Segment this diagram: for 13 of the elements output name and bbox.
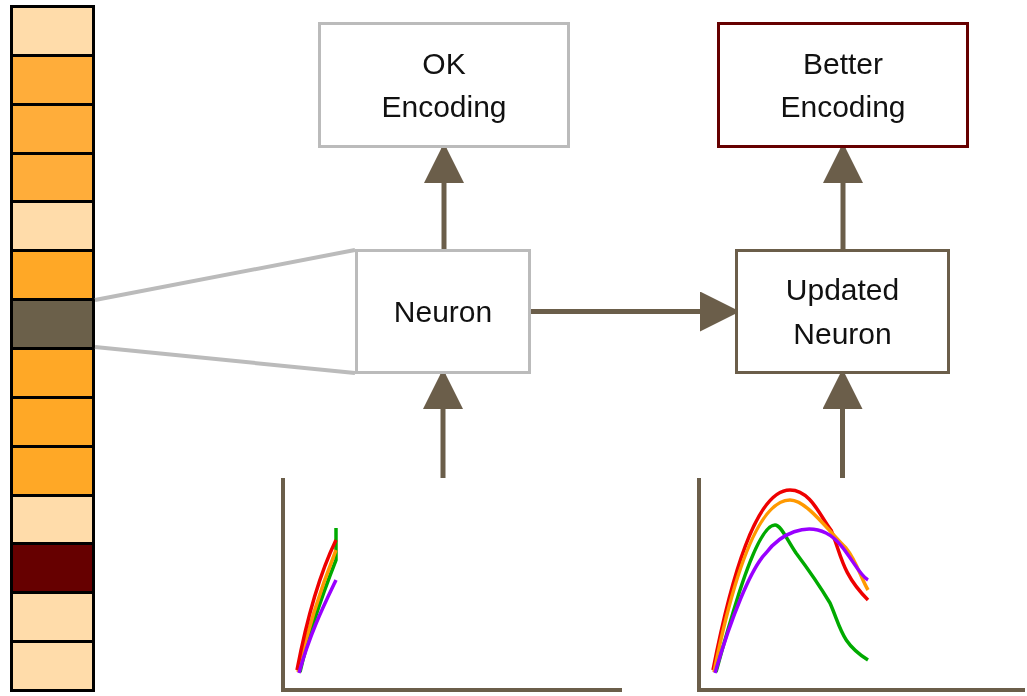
- zoom-line: [94, 345, 356, 375]
- curve-plot-drawing: [696, 478, 1027, 692]
- box-label: Neuron: [393, 293, 493, 330]
- encoding-box: [318, 22, 570, 148]
- neuron-box: [355, 249, 531, 374]
- box-label: Updated Neuron: [784, 272, 901, 352]
- highlighted-cell: [13, 301, 92, 347]
- encoding-box: [717, 22, 969, 148]
- curve-plot-drawing: [280, 478, 624, 692]
- box-label: OK Encoding: [380, 45, 508, 125]
- neuron-box: [735, 249, 950, 374]
- box-label: Better Encoding: [779, 45, 907, 125]
- zoom-line: [94, 248, 356, 302]
